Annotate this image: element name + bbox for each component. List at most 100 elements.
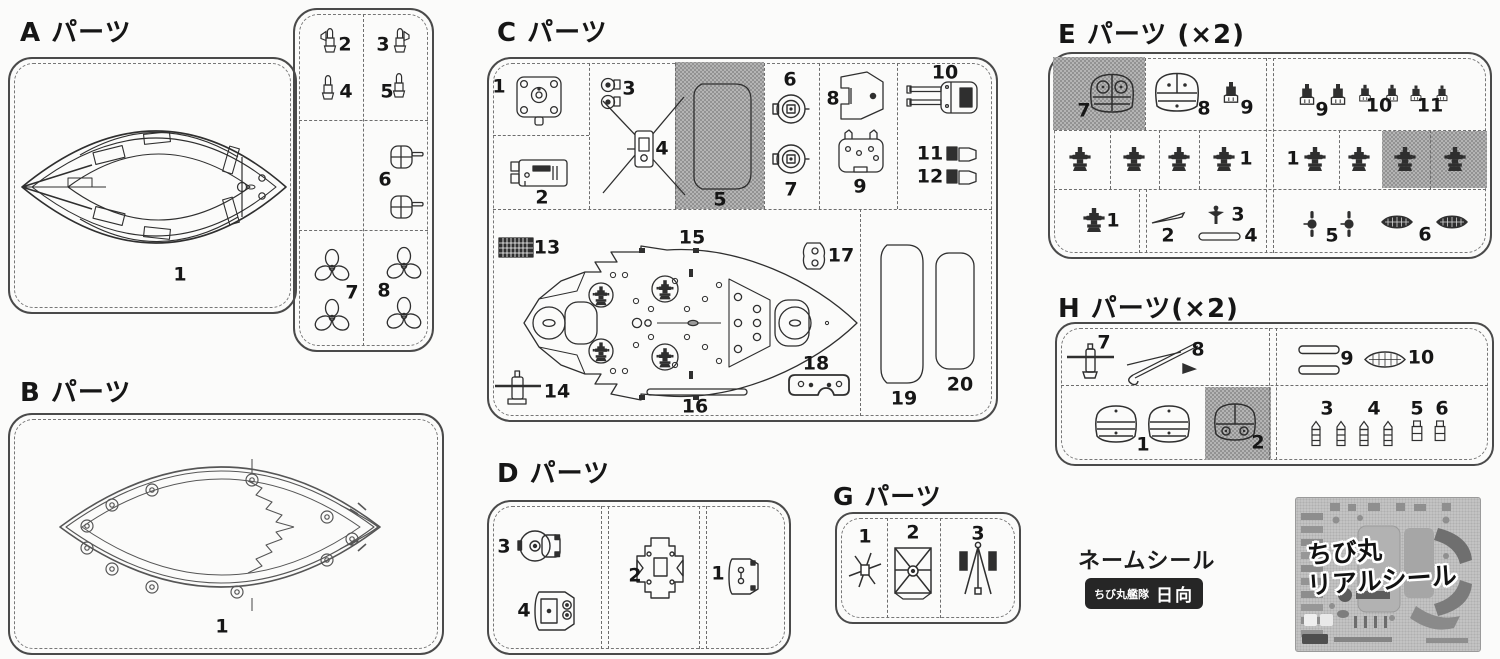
cell-divider [608,506,609,649]
sprue-h: 7 8 9 10 1 2 3 4 5 6 [1055,322,1494,466]
part-label-g-3: 3 [971,522,985,545]
part-label-a-4: 4 [339,80,353,103]
cell-divider [299,120,428,121]
e-part-9-drawing [1299,83,1315,105]
cell-divider [601,506,602,649]
sprue-c: 1 2 3 4 5 6 7 8 9 10 11 12 13 14 15 16 1… [487,57,998,422]
shaded-cell-c5 [675,62,764,209]
cell-divider [764,63,765,209]
part-label-c-4: 4 [655,137,669,160]
part-label-h-7: 7 [1097,331,1111,354]
c-part-12-drawing [946,169,977,185]
c-part-19-drawing [880,244,924,384]
section-title-h: H パーツ(×2) [1058,294,1239,324]
c-part-3-drawing [600,77,621,110]
badge-ship-text: 日向 [1156,586,1194,606]
part-label-g-1: 1 [858,525,872,548]
e-part-1-drawing [1168,147,1190,171]
part-label-e-6: 6 [1418,223,1432,246]
e-part-1-drawing [1123,147,1145,171]
h-part-4-drawing [1359,420,1369,447]
part-label-e-10: 10 [1365,94,1393,117]
h-part-9-drawing [1298,365,1340,375]
c-part-18-drawing [788,374,850,396]
h-part-1-drawing [1095,405,1137,443]
part-label-h-6: 6 [1435,397,1449,420]
part-label-h-9: 9 [1340,347,1354,370]
part-label-d-4: 4 [517,599,531,622]
part-label-c-13: 13 [533,236,561,259]
part-label-a-3: 3 [376,33,390,56]
cell-divider [1269,328,1270,460]
part-label-e-9: 9 [1240,96,1254,119]
c-part-6-drawing [772,94,811,124]
part-label-e-1b: 1 [1286,147,1300,170]
part-label-c-14: 14 [543,380,571,403]
part-label-h-8: 8 [1191,338,1205,361]
part-label-a-6: 6 [378,168,392,191]
section-title-e: E パーツ (×2) [1058,20,1245,50]
d-part-3-drawing [517,530,561,562]
c-part-9-drawing [838,129,884,173]
cell-divider [940,518,941,618]
name-seal-title: ネームシール [1078,549,1216,574]
cell-divider [860,209,861,416]
cell-divider [699,506,700,649]
c-part-11-drawing [946,146,977,162]
section-title-g: G パーツ [833,482,942,511]
shaded-cell-e1 [1382,131,1487,188]
c-part-17-drawing [802,242,826,270]
h-part-5-drawing [1411,420,1423,442]
h-part-3-drawing [1311,420,1321,447]
section-title-c: C パーツ [497,18,608,48]
part-label-e-4: 4 [1244,224,1258,247]
badge-series-text: ちび丸艦隊 [1094,587,1149,601]
cell-divider [897,63,898,209]
part-label-h-2: 2 [1251,431,1265,454]
shaded-cell-e7 [1053,57,1145,130]
h-part-4-drawing [1383,420,1393,447]
part-label-g-2: 2 [906,521,920,544]
part-label-e-11: 11 [1416,94,1444,117]
part-label-c-5: 5 [713,188,727,211]
part-label-a-2: 2 [338,33,352,56]
a-hull-top-drawing [21,130,287,244]
cell-divider [1266,58,1267,253]
part-label-e-3: 3 [1231,203,1245,226]
e-part-1-drawing [1213,147,1235,171]
e-part-9-drawing [1223,81,1239,103]
cell-divider [706,506,707,649]
e-part-1-drawing [1348,147,1370,171]
part-label-e-7: 7 [1077,99,1091,122]
part-label-c-17: 17 [827,244,855,267]
part-label-c-9: 9 [853,175,867,198]
sprue-e: 7 8 9 9 10 11 1 1 1 2 3 4 5 6 [1048,52,1492,259]
e-part-8-drawing [1155,72,1199,112]
cell-divider [1339,130,1340,189]
c-part-1-drawing [516,76,562,126]
part-label-d-1: 1 [711,562,725,585]
sticker-shapes-drawing [1302,503,1472,644]
cell-divider [1054,189,1486,190]
cell-divider [299,230,428,231]
cell-divider [1061,385,1488,386]
e-part-5-drawing [1339,210,1355,238]
part-label-c-10: 10 [931,61,959,84]
part-label-e-5: 5 [1325,224,1339,247]
cell-divider [675,63,676,209]
part-label-c-18: 18 [802,352,830,375]
part-label-c-2: 2 [535,186,549,209]
c-part-4-drawing [602,96,686,196]
section-title-b: B パーツ [20,378,132,408]
cell-divider [1430,130,1431,189]
c-part-7-drawing [772,144,811,174]
cell-divider [819,63,820,209]
cell-divider [1054,130,1486,131]
part-label-h-4: 4 [1367,397,1381,420]
part-label-c-20: 20 [946,373,974,396]
part-label-c-8: 8 [826,87,840,110]
sticker-title-line1: ちび丸 [1306,535,1383,570]
h-part-6-drawing [1434,420,1446,442]
d-part-4-drawing [534,591,575,631]
cell-divider [887,518,888,618]
